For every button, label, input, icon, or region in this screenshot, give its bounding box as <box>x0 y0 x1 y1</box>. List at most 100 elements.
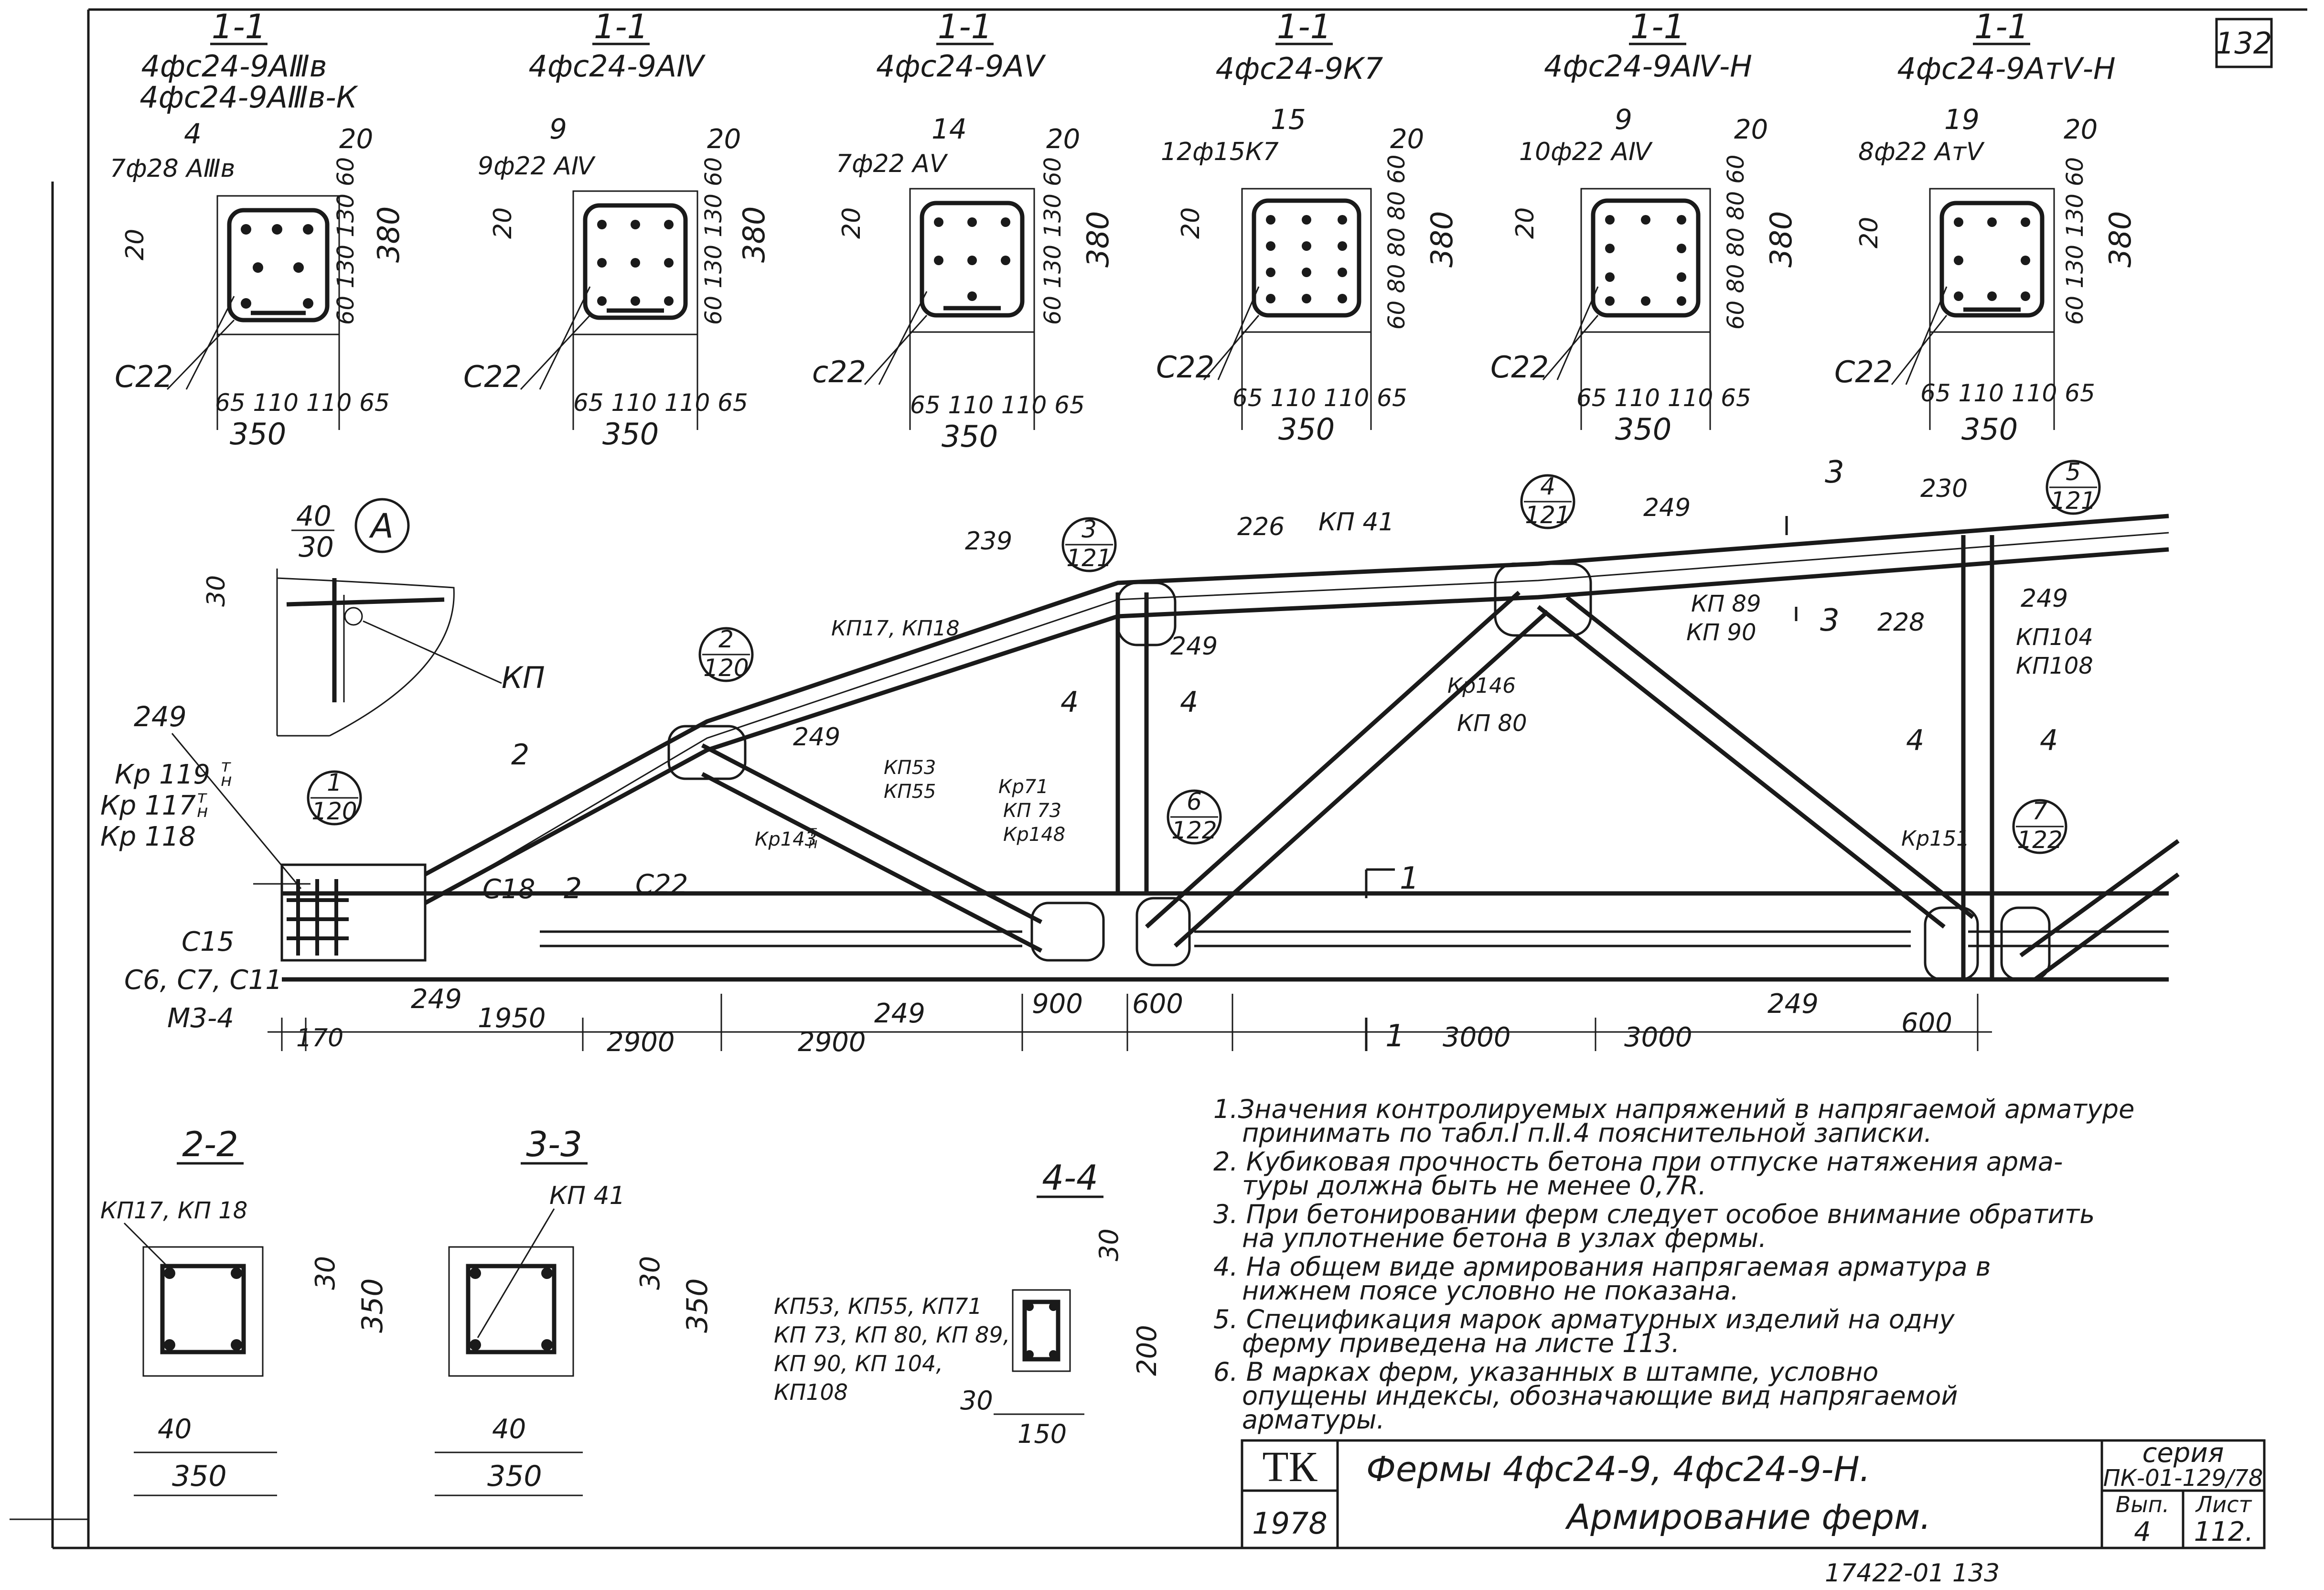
svg-text:серия: серия <box>2142 1438 2224 1469</box>
title-series: ПК-01-129/78 <box>2103 1465 2263 1492</box>
cut-2: 2 <box>511 738 529 772</box>
dim-900: 900 <box>1032 988 1083 1020</box>
detail-a: 40 30 А 30 КП <box>202 498 545 737</box>
section-dim-top: 20 <box>339 124 373 155</box>
svg-text:122: 122 <box>1171 816 1217 844</box>
label-m3: М3-4 <box>167 1003 234 1034</box>
section-bar-count: 9 <box>549 113 567 145</box>
section-mark: 4фс24-9К7 <box>1216 51 1383 86</box>
section-dim-top: 20 <box>1046 124 1080 155</box>
section-2-2: 2-2 КП17, КП 18 30 350 40 350 <box>100 1124 389 1496</box>
node-3: 3 121 <box>1061 516 1117 572</box>
title-line1: Фермы 4фс24-9, 4фс24-9-Н. <box>1366 1449 1871 1489</box>
svg-text:1.Значения контролируемых напр: 1.Значения контролируемых напряжений в н… <box>1213 1094 2134 1124</box>
svg-text:4: 4 <box>1906 724 1924 757</box>
title-line2: Армирование ферм. <box>1565 1497 1931 1537</box>
label-kp89: КП 89 <box>1691 591 1761 617</box>
section-dims-vert: 60 130 130 60 <box>2062 157 2088 325</box>
section-5: 1-1 4фс24-9АⅣ-Н 9 10ф22 АⅣ 20 20 350 65 … <box>1490 7 1799 447</box>
svg-text:121: 121 <box>1525 501 1570 529</box>
svg-text:КП108: КП108 <box>774 1379 848 1405</box>
svg-text:5: 5 <box>2066 458 2081 486</box>
label-239: 239 <box>965 527 1012 556</box>
svg-text:6: 6 <box>1187 788 1202 816</box>
title-block: ТК 1978 Фермы 4фс24-9, 4фс24-9-Н. Армиро… <box>1241 1438 2266 1549</box>
svg-text:121: 121 <box>1066 544 1112 572</box>
section-cut-label: 3-3 <box>526 1124 582 1164</box>
section-dims-vert: 60 80 80 80 60 <box>1723 155 1749 330</box>
svg-text:121: 121 <box>2050 487 2096 515</box>
section-width: 350 <box>1278 412 1335 447</box>
dim-2900b: 2900 <box>798 1027 866 1058</box>
section-height: 380 <box>737 206 771 263</box>
label-kp55: КП55 <box>884 781 936 803</box>
svg-text:ферму приведена на листе 113.: ферму приведена на листе 113. <box>1242 1328 1680 1358</box>
section-bar-spec: 8ф22 АтⅤ <box>1858 138 1985 166</box>
svg-text:4: 4 <box>1060 686 1079 719</box>
label-249d: 249 <box>793 723 840 752</box>
svg-text:30: 30 <box>1094 1228 1124 1261</box>
section-dim-top: 20 <box>707 124 741 155</box>
section-dim-top: 20 <box>2064 114 2098 145</box>
section-cut-label: 1-1 <box>1630 7 1685 46</box>
label-c18: С18 <box>482 874 535 905</box>
label-kr148: Кр148 <box>1003 824 1065 846</box>
label-249f: 249 <box>411 984 462 1015</box>
section-dims-bottom: 65 110 110 65 <box>573 389 748 417</box>
label-249h: 249 <box>1767 988 1819 1020</box>
section-bar-count: 19 <box>1944 103 1980 136</box>
svg-text:КП53, КП55, КП71: КП53, КП55, КП71 <box>774 1293 982 1319</box>
section-dim-side: 20 <box>489 207 517 239</box>
label-kr146: Кр146 <box>1447 674 1516 698</box>
detail-dim-top1: 40 <box>296 500 332 532</box>
label-kr143-sup: т <box>808 823 817 840</box>
section-dims-bottom: 65 110 110 65 <box>1920 379 2095 407</box>
section-cut-label: 1-1 <box>938 7 992 46</box>
label-kp90: КП 90 <box>1686 619 1756 646</box>
svg-text:30: 30 <box>635 1256 666 1290</box>
svg-text:1: 1 <box>327 769 342 796</box>
label-249b: 249 <box>2021 584 2068 613</box>
section-3-3: 3-3 КП 41 30 350 40 350 <box>435 1124 714 1496</box>
section-cut-label: 1-1 <box>1974 7 2029 46</box>
svg-text:6. В марках ферм, указанных в: 6. В марках ферм, указанных в штампе, ус… <box>1213 1357 1878 1387</box>
detail-label: А <box>369 506 394 546</box>
node-4: 4 121 <box>1520 473 1575 529</box>
drawing-frame <box>10 8 2307 1549</box>
section-stirrup: С22 <box>1834 355 1893 389</box>
footer-code: 17422-01 133 <box>1825 1559 2000 1588</box>
section-bar-count: 15 <box>1271 103 1306 136</box>
svg-text:2. Кубиковая прочность бетона: 2. Кубиковая прочность бетона при отпуск… <box>1213 1147 2063 1177</box>
svg-text:30: 30 <box>960 1386 993 1416</box>
label-kp108: КП108 <box>2016 653 2093 679</box>
section-width: 350 <box>1961 412 2018 447</box>
svg-text:Вып.: Вып. <box>2116 1492 2170 1517</box>
section-dims-vert: 60 130 130 60 <box>700 157 727 325</box>
svg-text:принимать по табл.Ⅰ п.Ⅱ.4 пояс: принимать по табл.Ⅰ п.Ⅱ.4 пояснительной … <box>1242 1118 1932 1148</box>
node-2: 2 120 <box>698 625 754 682</box>
svg-text:4: 4 <box>1540 473 1555 500</box>
svg-text:КП 73, КП 80, КП 89,: КП 73, КП 80, КП 89, <box>774 1322 1010 1348</box>
label-230: 230 <box>1920 474 1968 503</box>
section-stirrup: С22 <box>1156 350 1214 385</box>
section-dim-top: 20 <box>1734 114 1768 145</box>
section-height: 380 <box>2103 211 2138 268</box>
section-1: 1-1 4фс24-9АⅢв 4фс24-9АⅢв-К 4 7ф28 АⅢв 2… <box>110 7 406 451</box>
section-stirrup: С22 <box>1490 350 1549 385</box>
svg-text:4: 4 <box>2040 724 2058 757</box>
section-width: 350 <box>230 417 286 451</box>
svg-text:т: т <box>221 756 231 776</box>
dim-2900a: 2900 <box>607 1027 675 1058</box>
section-bar-spec: 10ф22 АⅣ <box>1519 138 1653 166</box>
section-mark: 4фс24-9АⅣ <box>529 49 706 84</box>
svg-text:опущены индексы, обозначающие: опущены индексы, обозначающие вид напряг… <box>1242 1381 1958 1411</box>
section-cut-label: 2-2 <box>182 1124 238 1164</box>
node-5: 5 121 <box>2046 458 2101 515</box>
svg-text:122: 122 <box>2017 826 2062 854</box>
section-dim-top: 20 <box>1390 124 1424 155</box>
label-kr151: Кр151 <box>1901 827 1970 851</box>
svg-text:40: 40 <box>492 1414 526 1445</box>
section-cut-label: 1-1 <box>212 7 266 46</box>
section-stirrup: С22 <box>115 359 173 394</box>
